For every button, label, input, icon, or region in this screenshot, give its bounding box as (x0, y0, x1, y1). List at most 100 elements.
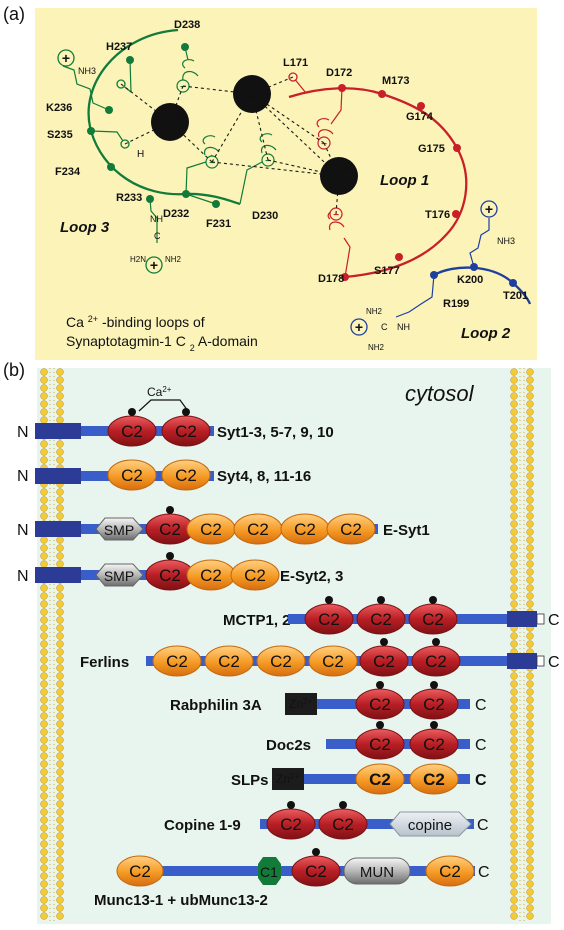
slps-c2-domain-2 (409, 763, 459, 795)
g175-atom (453, 144, 461, 152)
r233-nh2-label: NH2 (165, 255, 182, 264)
membrane-lipid-head-outer (40, 488, 48, 496)
copine-domain (389, 811, 472, 837)
membrane-lipid-head-outer (510, 528, 518, 536)
membrane-lipid-head-inner (526, 816, 534, 824)
loop-2-label: Loop 2 (461, 325, 511, 342)
r199-side-chain (395, 274, 435, 318)
munc13-c1-domain (258, 857, 281, 885)
membrane-lipid-head-outer (510, 680, 518, 688)
membrane-lipid-head-outer (510, 440, 518, 448)
panel-b-background (37, 368, 551, 924)
svg-text:−: − (209, 158, 215, 169)
membrane-lipid-head-outer (40, 704, 48, 712)
residue-r199-label: R199 (443, 298, 469, 310)
membrane-lipid-head-outer (510, 784, 518, 792)
membrane-lipid-head-inner (526, 832, 534, 840)
membrane-lipid-head-outer (40, 616, 48, 624)
membrane-lipid-head-outer (510, 848, 518, 856)
panel-a-caption-line-1: Ca 2+ -binding loops of (66, 314, 205, 330)
residue-l171-label: L171 (283, 57, 308, 69)
ferlins-c2-label-2: C2 (218, 652, 240, 671)
slps-zinc-domain (272, 768, 304, 790)
membrane-lipid-head-inner (526, 400, 534, 408)
doc2-c-label: C (475, 737, 487, 754)
svg-text:+: + (62, 50, 70, 66)
membrane-lipid-head-inner (526, 544, 534, 552)
munc13-c2-label-n: C2 (129, 862, 151, 881)
membrane-lipid-head-outer (510, 552, 518, 560)
membrane-lipid-head-outer (40, 816, 48, 824)
membrane-lipid-head-outer (40, 640, 48, 648)
residue-d230-label: D230 (252, 210, 278, 222)
membrane-lipid-head-inner (526, 632, 534, 640)
r199-nh2-bottom-label: NH2 (368, 343, 385, 352)
membrane-lipid-head-outer (510, 808, 518, 816)
membrane-lipid-head-inner (56, 552, 64, 560)
membrane-lipid-head-outer (40, 744, 48, 752)
membrane-lipid-head-outer (510, 760, 518, 768)
membrane-lipid-head-outer (510, 568, 518, 576)
munc13-c2-domain-c (425, 855, 475, 887)
membrane-lipid-head-inner (56, 712, 64, 720)
membrane-lipid-head-inner (526, 552, 534, 560)
membrane-lipid-head-outer (40, 664, 48, 672)
munc13-protein-label: Munc13-1 + ubMunc13-2 (94, 892, 268, 909)
ferlins-c2-label-1: C2 (166, 652, 188, 671)
membrane-lipid-head-outer (510, 840, 518, 848)
slps-zinc-label: Zn2+ (276, 772, 299, 787)
doc2-ca-dot-1 (376, 721, 384, 729)
membrane-lipid-head-outer (510, 496, 518, 504)
membrane-lipid-head-outer (40, 792, 48, 800)
r233-nh-label: NH (150, 214, 163, 224)
panel-a-letter: (a) (3, 4, 25, 24)
membrane-lipid-head-inner (56, 760, 64, 768)
esyt1-n-label: N (17, 522, 29, 539)
ferlins-c2-domain-1 (152, 645, 202, 677)
membrane-lipid-head-inner (56, 400, 64, 408)
esyt2-c2-domain-3 (230, 559, 280, 591)
membrane-lipid-head-outer (510, 472, 518, 480)
membrane-lipid-head-inner (526, 896, 534, 904)
membrane-lipid-head-inner (526, 704, 534, 712)
copine-protein-label: Copine 1-9 (164, 817, 241, 834)
membrane-lipid-head-inner (56, 808, 64, 816)
membrane-lipid-head-outer (40, 824, 48, 832)
ferlins-ca-dot-1 (380, 638, 388, 646)
membrane-lipid-head-inner (526, 808, 534, 816)
membrane-lipid-head-outer (510, 752, 518, 760)
membrane-lipid-head-inner (526, 376, 534, 384)
munc13-ca-dot-1 (312, 848, 320, 856)
d172-side-chain (330, 87, 343, 125)
s235-atom (87, 127, 95, 135)
membrane-lipid-head-outer (510, 896, 518, 904)
doc2-ca-dot-2 (430, 721, 438, 729)
membrane-lipid-head-outer (40, 552, 48, 560)
membrane-lipid-head-outer (40, 384, 48, 392)
ferlins-c2-label-3: C2 (270, 652, 292, 671)
membrane-lipid-head-outer (510, 792, 518, 800)
munc13-c2-label-c: C2 (439, 862, 461, 881)
r233-c-label: C (154, 231, 161, 241)
doc2-c2-label-1: C2 (369, 735, 391, 754)
membrane-lipid-head-outer (510, 776, 518, 784)
ferlins-c2-label-6: C2 (425, 652, 447, 671)
membrane-lipid-head-inner (526, 584, 534, 592)
membrane-lipid-head-inner (56, 888, 64, 896)
panel-a-caption-line-2-suffix: A-domain (198, 333, 258, 349)
membrane-lipid-head-inner (526, 496, 534, 504)
membrane-lipid-head-outer (510, 768, 518, 776)
esyt1-c2-label-1: C2 (159, 520, 181, 539)
residue-d238-label: D238 (174, 19, 200, 31)
r233-atom (146, 195, 154, 203)
ferlins-row: Ferlins C C2 C2 C2 C2 C2 C2 (80, 638, 560, 677)
residue-s235-label: S235 (47, 129, 73, 141)
esyt2-c2-label-3: C2 (244, 566, 266, 585)
doc2-c2-label-2: C2 (423, 735, 445, 754)
membrane-lipid-head-inner (56, 448, 64, 456)
membrane-lipid-head-outer (40, 496, 48, 504)
syt4-n-label: N (17, 468, 29, 485)
panel-a-caption-line-2-subscript: 2 (190, 343, 195, 353)
mctp-right-tm-domain (507, 611, 537, 627)
